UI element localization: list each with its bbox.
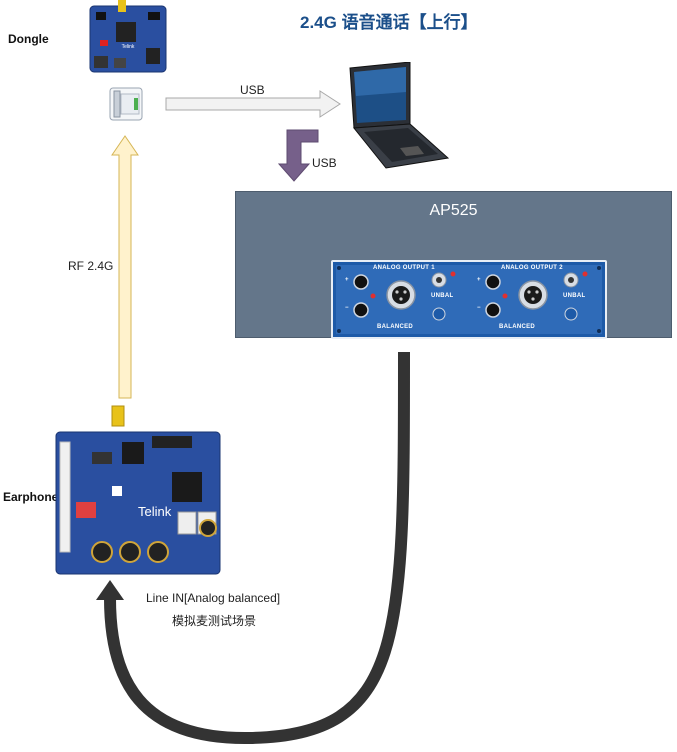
banana-jack-plus-1 [353,274,369,290]
earphone-brand-text: Telink [138,504,172,519]
plus-label-2: + [477,277,481,283]
dongle-board-icon: Telink [89,0,167,73]
banana-jack-plus-2 [485,274,501,290]
ap525-title: AP525 [429,202,478,219]
earphone-label: Earphone [3,490,59,504]
minus-label-2: − [477,305,481,311]
analog-output-1-label: ANALOG OUTPUT 1 [373,265,435,271]
cable-arrowhead [96,580,124,600]
analog-output-2-label: ANALOG OUTPUT 2 [501,265,563,271]
ap525-box: AP525 ANALOG OUTPUT 1 ANALOG OUTPUT 2 BA… [235,191,672,339]
panel-inner [336,265,602,334]
usb-dongle-icon [109,87,143,121]
ground-post-2 [564,307,578,321]
minus-label-1: − [345,305,349,311]
audio-cable [104,351,410,745]
banana-jack-minus-2 [485,302,501,318]
line-in-label: Line IN[Analog balanced] [146,591,281,605]
dongle-label: Dongle [8,32,49,46]
unbal-label-1: UNBAL [431,293,454,299]
dongle-brand-text: Telink [122,44,135,50]
ground-post-1 [432,307,446,321]
panel-connectors [337,266,601,333]
rf-label: RF 2.4G [68,259,114,273]
unbal-label-2: UNBAL [563,293,586,299]
banana-jack-minus-1 [353,302,369,318]
earphone-board-icon: Telink [55,405,221,575]
usb-label-down: USB [312,156,337,170]
usb-label-top: USB [240,83,265,97]
balanced-label-2: BALANCED [499,324,536,330]
line-in-sub-label: 模拟麦测试场景 [172,614,257,628]
usb-arrow-down [277,129,319,182]
rf-arrow-up [111,135,139,399]
diagram-title: 2.4G 语音通话【上行】 [300,13,478,32]
usb-arrow-right [165,90,341,118]
laptop-icon [349,62,450,169]
plus-label-1: + [345,277,349,283]
balanced-label-1: BALANCED [377,324,414,330]
analog-output-panel: ANALOG OUTPUT 1 ANALOG OUTPUT 2 BALANCED… [331,260,607,339]
